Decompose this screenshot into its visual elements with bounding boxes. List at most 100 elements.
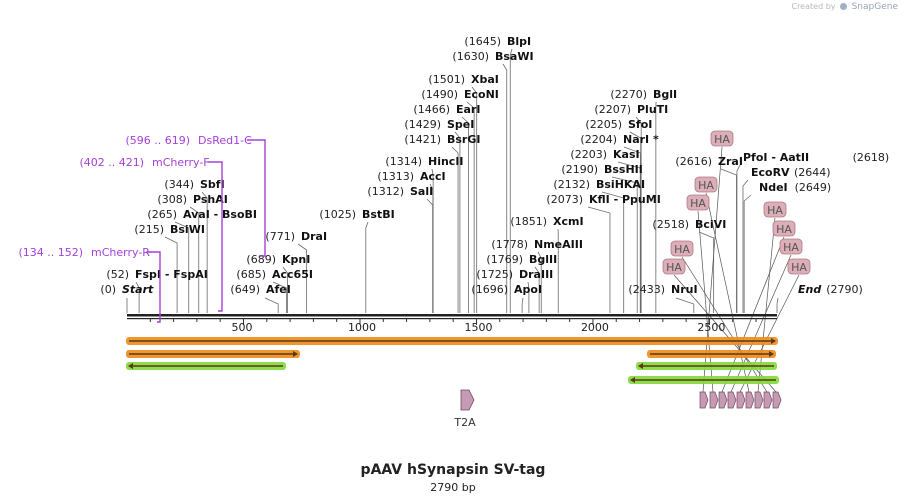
ha-tag-text: HA — [666, 261, 682, 274]
snapgene-credit: Created by SnapGene — [791, 2, 898, 12]
site-name: DraI — [301, 230, 327, 243]
leader-ndei — [743, 194, 752, 313]
site-label-drai: DraI(771) — [265, 230, 327, 243]
site-position: (1778) — [491, 238, 528, 251]
leader-nrui — [675, 297, 695, 313]
site-label-eari: EarI (1466) — [413, 103, 480, 116]
site-name: PshAI — [193, 193, 228, 206]
site-name: BciVI — [695, 218, 726, 231]
leader-afei — [264, 297, 279, 313]
site-label-start: Start(0) — [100, 283, 154, 296]
primer-dsred1-c: (596 .. 619)DsRed1-C — [125, 134, 266, 257]
primer-range: (402 .. 421) — [79, 156, 144, 169]
site-name: AvaI - BsoBI — [183, 208, 257, 221]
site-position: (1851) — [510, 215, 547, 228]
site-position: (2644) — [794, 166, 831, 179]
site-position: (1421) — [404, 133, 441, 146]
leader-pshai — [189, 206, 200, 313]
site-name: NdeI — [759, 181, 788, 194]
primer-binding-line — [207, 161, 223, 312]
site-name: BsaWI — [495, 50, 534, 63]
site-name: Acc65I — [272, 268, 313, 281]
site-name: EarI — [456, 103, 480, 116]
leader-blpi — [509, 48, 513, 313]
site-name: KpnI — [282, 253, 310, 266]
site-label-bsiwi: BsiWI(215) — [134, 223, 205, 236]
site-position: (1312) — [367, 185, 404, 198]
site-label-end: End (2790) — [798, 283, 863, 296]
site-position: (2790) — [826, 283, 863, 296]
site-position: (1630) — [452, 50, 489, 63]
site-position: (2073) — [546, 193, 583, 206]
map-length: 2790 bp — [430, 481, 476, 494]
feature-arrowhead — [769, 351, 774, 357]
site-label-pshai: PshAI (308) — [157, 193, 227, 206]
site-name: PfoI - AatII — [743, 151, 809, 164]
map-title: pAAV hSynapsin SV-tag — [360, 462, 546, 478]
site-label-bsihkai: BsiHKAI(2132) — [553, 178, 645, 191]
site-name: BsiHKAI — [596, 178, 645, 191]
ha-tag-glyph — [727, 391, 737, 409]
primer-range: (596 .. 619) — [125, 134, 190, 147]
site-name: AccI — [420, 170, 446, 183]
ha-tag-text: HA — [776, 223, 792, 236]
site-name: Start — [122, 283, 154, 296]
site-position: (2270) — [610, 88, 647, 101]
site-label-afei: AfeI(649) — [230, 283, 290, 296]
ha-tag-glyph — [718, 391, 728, 409]
ha-tag-label: HA — [662, 258, 686, 275]
feature-track-right-forward — [647, 350, 776, 358]
site-label-spei: SpeI(1429) — [404, 118, 474, 131]
ha-tag-text: HA — [791, 261, 807, 274]
site-name: BglII — [529, 253, 557, 266]
ruler-tick-label: 1500 — [464, 321, 492, 334]
site-name: PluTI — [637, 103, 668, 116]
site-label-pfoi-aatii: PfoI - AatII(2618) — [743, 151, 889, 164]
site-position: (2433) — [628, 283, 665, 296]
primer-name: mCherry-F — [152, 156, 210, 169]
primer-binding-line — [246, 139, 266, 257]
ha-tag-box — [694, 176, 718, 193]
site-label-sali: SalI(1312) — [367, 185, 433, 198]
backbone-bottom-line — [127, 318, 777, 320]
ha-tag-glyph — [754, 391, 764, 409]
site-label-nmeaiii: NmeAIII(1778) — [491, 238, 583, 251]
leader-bsiwi — [164, 236, 178, 313]
site-position: (2616) — [675, 155, 712, 168]
site-name: XbaI — [471, 73, 499, 86]
leader-bsawi — [502, 63, 508, 313]
ha-tag-leader — [705, 192, 750, 393]
site-position: (1466) — [413, 103, 450, 116]
ha-tag-label: HA — [772, 220, 796, 237]
site-name: BsiWI — [170, 223, 205, 236]
ha-tag-text: HA — [767, 204, 783, 217]
leader-bstbi — [365, 221, 369, 313]
site-label-avai-bsobi: AvaI - BsoBI(265) — [147, 208, 257, 221]
site-name: XcmI — [553, 215, 584, 228]
leader-nmeaiii — [537, 251, 542, 313]
site-position: (308) — [157, 193, 187, 206]
leader-bsshii — [611, 176, 638, 313]
leader-spei — [454, 131, 461, 313]
leader-sfoi — [629, 131, 642, 313]
site-label-acc65i: Acc65I(685) — [236, 268, 313, 281]
t2a-label: T2A — [453, 416, 476, 429]
site-position: (2649) — [795, 181, 832, 194]
primer-name: mCherry-R — [91, 246, 150, 259]
site-label-zrai: ZraI(2616) — [675, 155, 743, 168]
site-position: (2204) — [580, 133, 617, 146]
site-position: (2205) — [585, 118, 622, 131]
leader-drai — [297, 243, 308, 313]
site-name: End — [798, 283, 821, 296]
leader-avai-bsobi — [174, 221, 190, 313]
leader-econi — [466, 101, 475, 313]
t2a-arrow-icon — [460, 389, 475, 411]
leader-hincii — [431, 168, 434, 313]
leader-eari — [461, 116, 469, 313]
site-position: (2190) — [561, 163, 598, 176]
snapgene-logo-icon — [840, 3, 848, 10]
site-label-kfli-ppumi: KflI - PpuMI(2073) — [546, 193, 660, 206]
ha-tag-box — [763, 201, 787, 218]
site-label-bsshii: BssHII(2190) — [561, 163, 642, 176]
